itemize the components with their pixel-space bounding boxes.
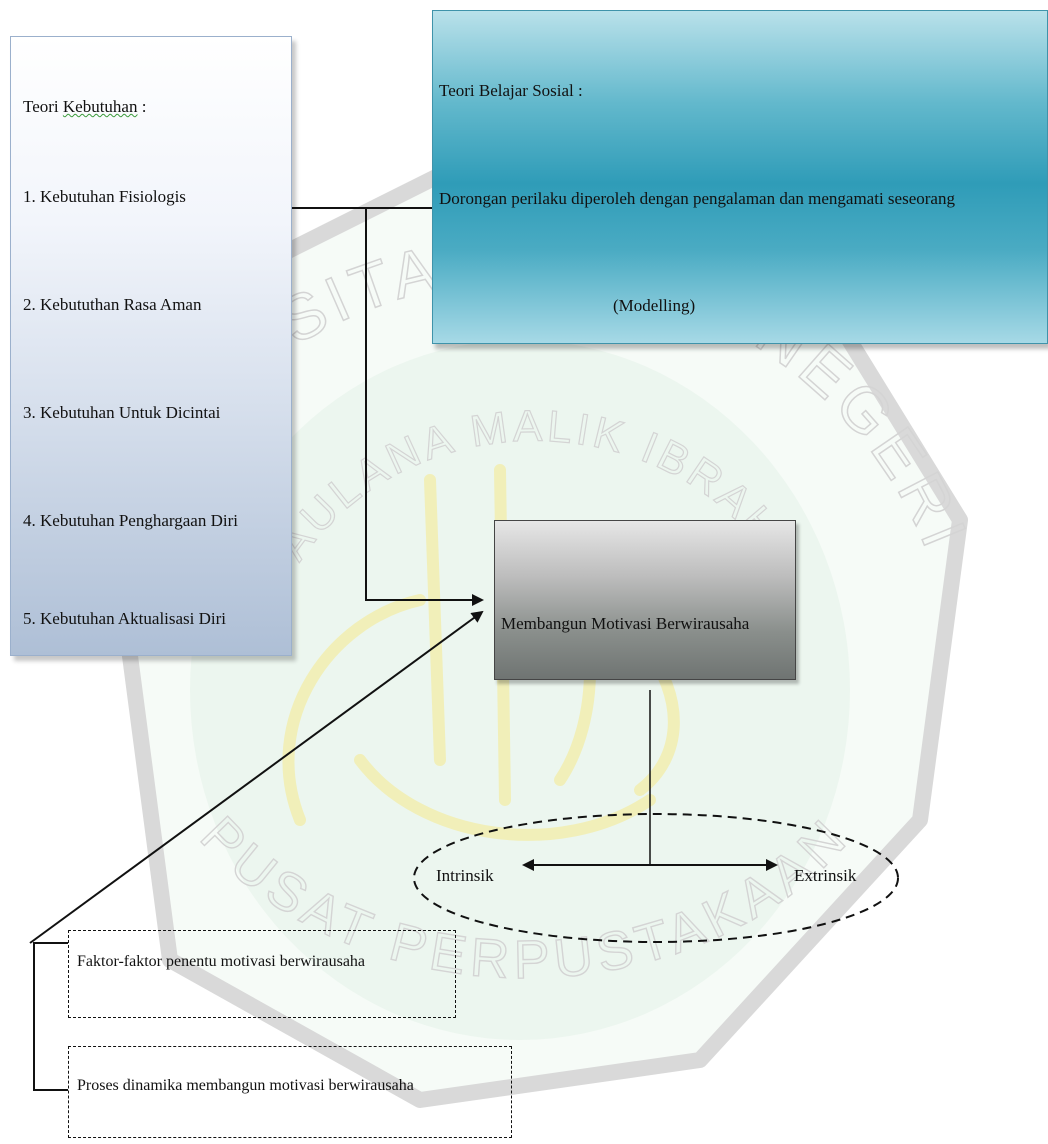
need-item-physiological: 1. Kebutuhan Fisiologis (23, 187, 186, 206)
factors-determinant-label: Faktor-faktor penentu motivasi berwiraus… (77, 953, 366, 970)
needs-theory-title: Teori Kebutuhan : (23, 97, 146, 117)
motivation-label: Membangun Motivasi Berwirausaha (501, 614, 750, 633)
factors-bracket (33, 942, 68, 1091)
factors-process-box: Proses dinamika membangun motivasi berwi… (68, 1046, 512, 1138)
motivation-box: Membangun Motivasi Berwirausaha (494, 520, 796, 680)
social-learning-title: Teori Belajar Sosial : (439, 81, 583, 100)
need-item-safety: 2. Kebututhan Rasa Aman (23, 295, 202, 314)
needs-title-suffix: : (137, 97, 147, 116)
factors-process-label: Proses dinamika membangun motivasi berwi… (77, 1077, 414, 1094)
social-learning-box: Teori Belajar Sosial : Dorongan perilaku… (432, 10, 1048, 344)
need-item-actualization: 5. Kebutuhan Aktualisasi Diri (23, 609, 227, 628)
extrinsik-label: Extrinsik (794, 866, 857, 885)
factors-to-motivation-arrow (29, 610, 484, 944)
social-learning-description: Dorongan perilaku diperoleh dengan penga… (439, 189, 955, 208)
intrinsik-label: Intrinsik (436, 866, 494, 885)
need-item-love: 3. Kebutuhan Untuk Dicintai (23, 403, 221, 422)
need-item-esteem: 4. Kebutuhan Penghargaan Diri (23, 511, 238, 530)
needs-title-word: Kebutuhan (62, 97, 138, 116)
needs-title-prefix: Teori (23, 97, 63, 116)
social-learning-modelling: (Modelling) (613, 296, 696, 315)
factors-determinant-box: Faktor-faktor penentu motivasi berwiraus… (68, 930, 456, 1018)
needs-theory-box: Teori Kebutuhan : 1. Kebutuhan Fisiologi… (10, 36, 292, 656)
